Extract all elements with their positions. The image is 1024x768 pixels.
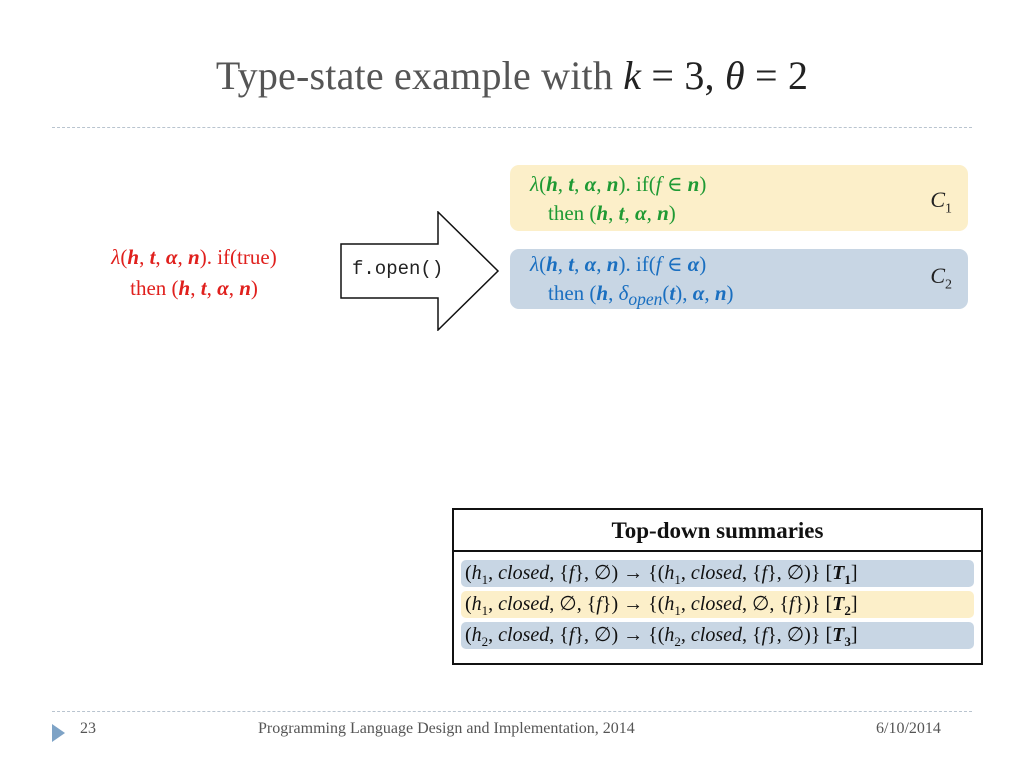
summaries-header: Top-down summaries xyxy=(454,510,981,552)
initial-summary: λ(h, t, α, n). if(true) then (h, t, α, n… xyxy=(78,242,310,304)
summary-row: (h1, closed, {f}, ∅) → {(h1, closed, {f}… xyxy=(461,560,974,587)
result-box-c2: λ(h, t, α, n). if(f ∈ α) then (h, δopen(… xyxy=(510,249,968,309)
title-math-k: k xyxy=(623,53,642,98)
summaries-table: Top-down summaries (h1, closed, {f}, ∅) … xyxy=(452,508,983,665)
c2-label: C2 xyxy=(930,263,952,293)
c1-line2: then (h, t, α, n) xyxy=(548,201,676,225)
title-math-theta: θ xyxy=(724,53,745,98)
play-triangle-icon xyxy=(52,724,65,742)
title-math-eq2: = 2 xyxy=(744,53,809,98)
title-math-eq1: = 3, xyxy=(641,53,725,98)
initial-summary-line2: then (h, t, α, n) xyxy=(130,276,258,300)
footer-divider xyxy=(52,711,972,712)
footer-course: Programming Language Design and Implemen… xyxy=(258,720,635,737)
slide-title: Type-state example with k = 3, θ = 2 xyxy=(0,52,1024,99)
c2-line1: λ(h, t, α, n). if(f ∈ α) xyxy=(530,252,707,276)
c1-line1: λ(h, t, α, n). if(f ∈ n) xyxy=(530,172,707,196)
summary-row: (h1, closed, ∅, {f}) → {(h1, closed, ∅, … xyxy=(461,591,974,618)
transition-arrow xyxy=(340,211,500,331)
c2-line2: then (h, δopen(t), α, n) xyxy=(548,281,734,310)
title-math: k = 3, θ = 2 xyxy=(623,53,808,98)
title-divider xyxy=(52,127,972,128)
initial-summary-line1: λ(h, t, α, n). if(true) xyxy=(111,245,277,269)
slide-number: 23 xyxy=(80,720,96,737)
result-box-c1: λ(h, t, α, n). if(f ∈ n) then (h, t, α, … xyxy=(510,165,968,231)
c1-label: C1 xyxy=(930,187,952,217)
footer-date: 6/10/2014 xyxy=(876,720,941,737)
title-text: Type-state example with xyxy=(215,53,624,98)
summary-row: (h2, closed, {f}, ∅) → {(h2, closed, {f}… xyxy=(461,622,974,649)
arrow-label: f.open() xyxy=(352,258,444,280)
